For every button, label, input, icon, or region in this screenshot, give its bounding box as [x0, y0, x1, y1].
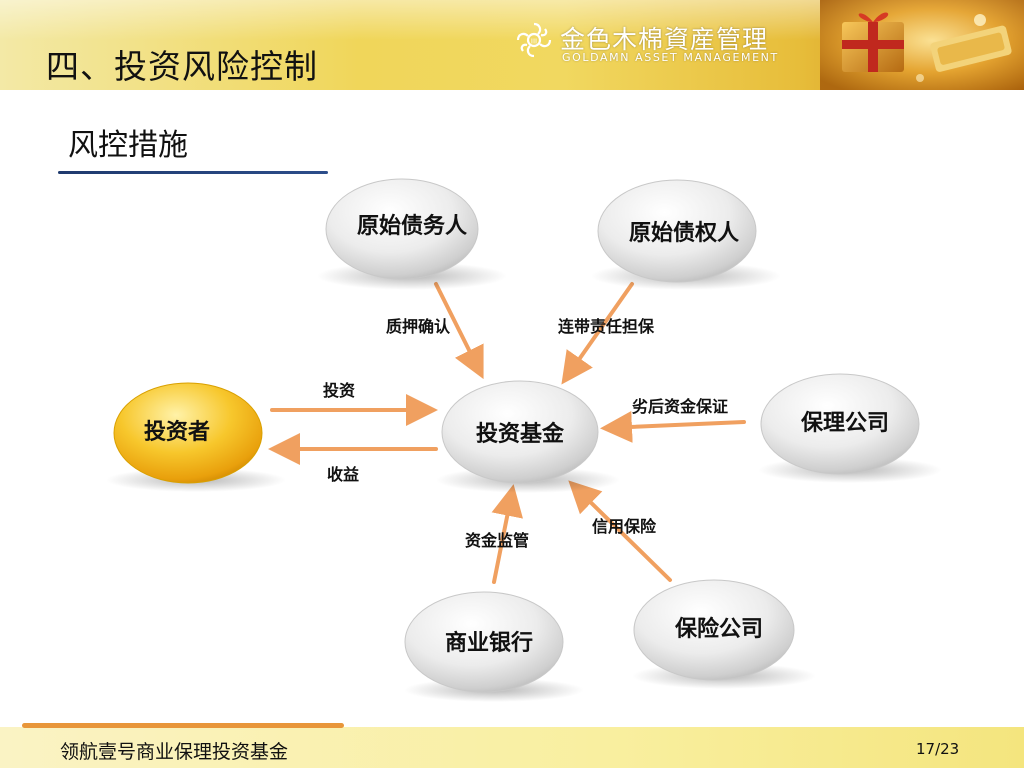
node-factoring: 保理公司 [758, 373, 942, 483]
node-investor: 投资者 [106, 382, 286, 492]
node-insurance: 保险公司 [632, 579, 816, 689]
edge-label-income: 收益 [327, 465, 359, 484]
header-band: 四、投资风险控制 III 金色木棉資産管理 GOLDAMN ASSET MANA… [0, 0, 1024, 90]
node-fund-label: 投资基金 [476, 421, 565, 447]
edge-label-pledge: 质押确认 [386, 317, 451, 336]
footer-title: 领航壹号商业保理投资基金 [60, 741, 289, 763]
node-debtor-label: 原始债务人 [357, 213, 467, 239]
footer-accent-line [22, 723, 344, 728]
footer-band [0, 727, 1024, 768]
kapok-flower-icon: III [516, 22, 552, 58]
section-underline [58, 171, 328, 174]
arrow-supervision [491, 484, 523, 584]
arrows [268, 282, 746, 584]
node-insurance-label: 保险公司 [674, 616, 763, 642]
company-logo: III 金色木棉資産管理 GOLDAMN ASSET MANAGEMENT [514, 18, 794, 68]
node-debtor: 原始债务人 [317, 178, 507, 290]
arrow-guarantee [561, 282, 634, 385]
svg-text:III: III [531, 38, 537, 46]
logo-english-name: GOLDAMN ASSET MANAGEMENT [562, 51, 779, 64]
arrow-subordinated [600, 410, 746, 443]
page-title: 四、投资风险控制 [46, 47, 318, 86]
node-fund: 投资基金 [436, 380, 620, 493]
node-investor-label: 投资者 [144, 420, 210, 445]
node-creditor-label: 原始债权人 [629, 220, 739, 246]
arrow-pledge [434, 282, 484, 380]
edge-label-subordinated: 劣后资金保证 [632, 397, 728, 416]
edge-label-supervision: 资金监管 [465, 531, 529, 550]
node-bank: 商业银行 [404, 591, 584, 702]
edge-label-credit-insurance: 信用保险 [592, 517, 657, 536]
section-title: 风控措施 [68, 128, 188, 163]
gift-decoration-image [820, 0, 1024, 90]
edge-label-guarantee: 连带责任担保 [558, 317, 655, 336]
edge-label-invest: 投资 [323, 381, 355, 400]
node-bank-label: 商业银行 [445, 630, 533, 656]
node-factoring-label: 保理公司 [800, 411, 889, 436]
logo-chinese-name: 金色木棉資産管理 [560, 25, 769, 54]
node-creditor: 原始债权人 [591, 179, 781, 290]
arrow-credit-insurance [568, 480, 672, 582]
page-number: 17/23 [916, 740, 960, 758]
